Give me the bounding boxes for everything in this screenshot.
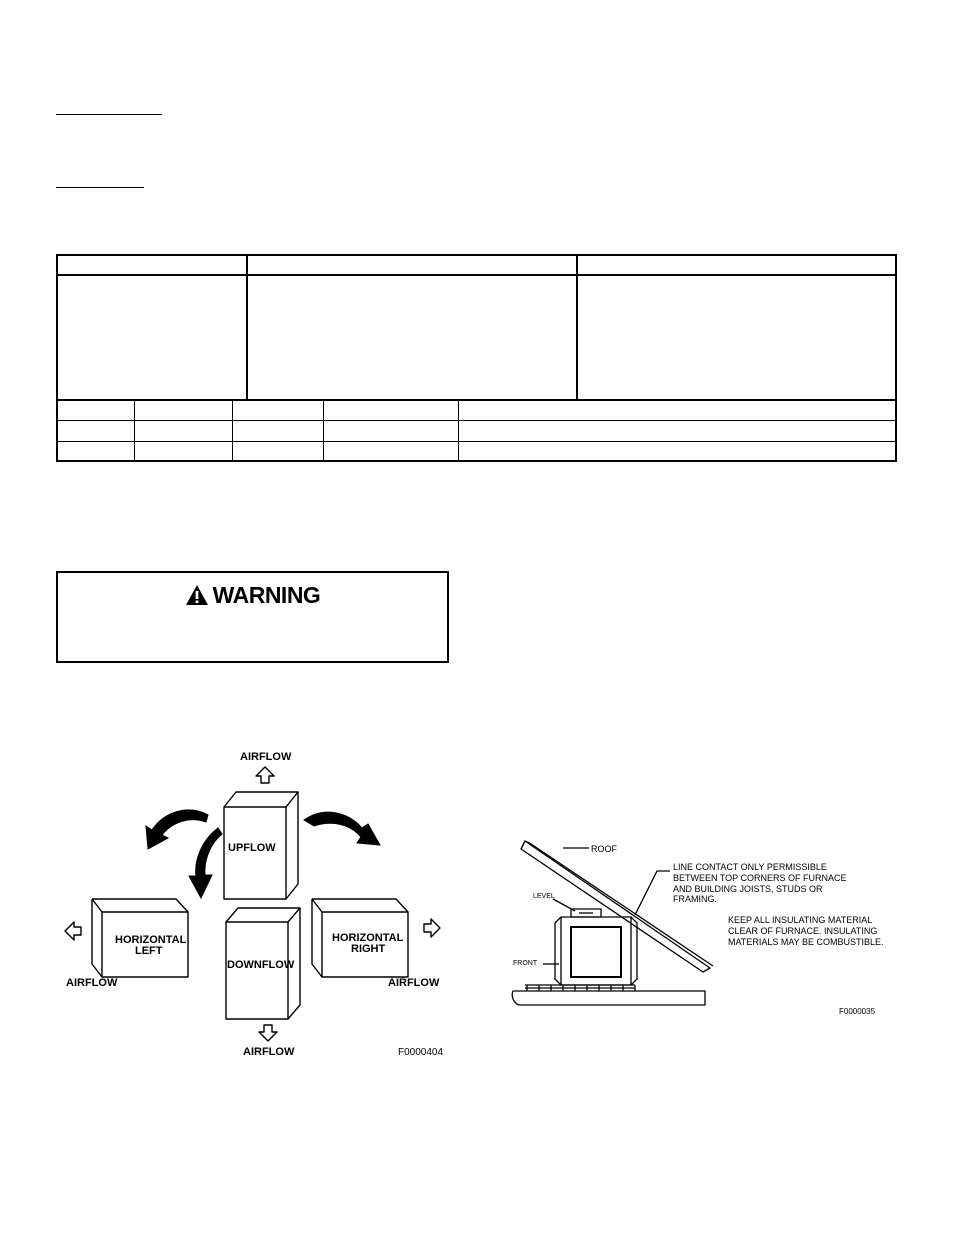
heading-underline-2	[56, 187, 144, 188]
table-col-rule	[134, 399, 135, 462]
level-icon	[570, 908, 602, 918]
warning-box: WARNING	[56, 571, 449, 663]
upflow-label: UPFLOW	[228, 842, 276, 854]
upflow-box	[223, 791, 299, 900]
table-col-rule	[232, 399, 233, 462]
airflow-down-arrow-icon	[258, 1024, 278, 1042]
downflow-box	[225, 907, 301, 1020]
table-col-rule	[458, 399, 459, 462]
orientation-diagram	[64, 766, 441, 1042]
insulation-note: KEEP ALL INSULATING MATERIAL CLEAR OF FU…	[728, 915, 884, 947]
level-label: LEVEL	[533, 893, 555, 900]
horizontal-left-box	[91, 898, 189, 978]
warning-title-text: WARNING	[212, 581, 321, 608]
spec-table	[56, 254, 897, 462]
rotate-down-arrow-icon	[188, 827, 223, 900]
furnace-body	[554, 916, 638, 986]
line-contact-note: LINE CONTACT ONLY PERMISSIBLE BETWEEN TO…	[673, 862, 847, 905]
airflow-left-arrow-icon	[64, 921, 82, 941]
rotate-left-arrow-icon	[145, 809, 209, 850]
figure-code: F0000404	[398, 1047, 444, 1058]
front-label: FRONT	[513, 960, 538, 967]
roof-rafter	[520, 840, 711, 973]
airflow-left-label: AIRFLOW	[66, 977, 118, 989]
warning-title: WARNING	[58, 581, 447, 609]
horizontal-left-label-2: LEFT	[135, 945, 163, 957]
warning-triangle-icon	[185, 585, 208, 605]
table-col-rule	[323, 399, 324, 462]
table-row-rule	[58, 420, 895, 421]
airflow-right-label: AIRFLOW	[388, 977, 440, 989]
attic-diagram	[511, 840, 714, 1006]
floor-joist	[511, 984, 706, 1006]
table-col-rule	[576, 256, 578, 399]
airflow-up-arrow-icon	[255, 766, 275, 784]
horizontal-right-box	[311, 898, 409, 978]
airflow-right-arrow-icon	[423, 918, 441, 938]
horizontal-right-label-1: HORIZONTAL	[332, 932, 404, 944]
rotate-right-arrow-icon	[303, 811, 381, 846]
table-col-rule	[246, 256, 248, 399]
roof-label: ROOF	[591, 844, 617, 854]
heading-underline-1	[56, 114, 162, 115]
furnace-orientation-figure: AIRFLOW UPFLOW HORIZONTAL LEFT HORIZONTA…	[58, 742, 450, 1062]
horizontal-right-label-2: RIGHT	[351, 943, 386, 955]
figure-code: F0000035	[839, 1007, 876, 1016]
downflow-label: DOWNFLOW	[227, 959, 295, 971]
attic-installation-figure: ROOF LEVEL FRONT LINE CONTACT ONLY PERMI…	[505, 835, 895, 1025]
airflow-bottom-label: AIRFLOW	[243, 1046, 295, 1058]
table-header-rule	[58, 274, 895, 276]
airflow-top-label: AIRFLOW	[240, 751, 292, 763]
horizontal-left-label-1: HORIZONTAL	[115, 934, 187, 946]
table-section-rule	[58, 399, 895, 401]
table-row-rule	[58, 441, 895, 442]
